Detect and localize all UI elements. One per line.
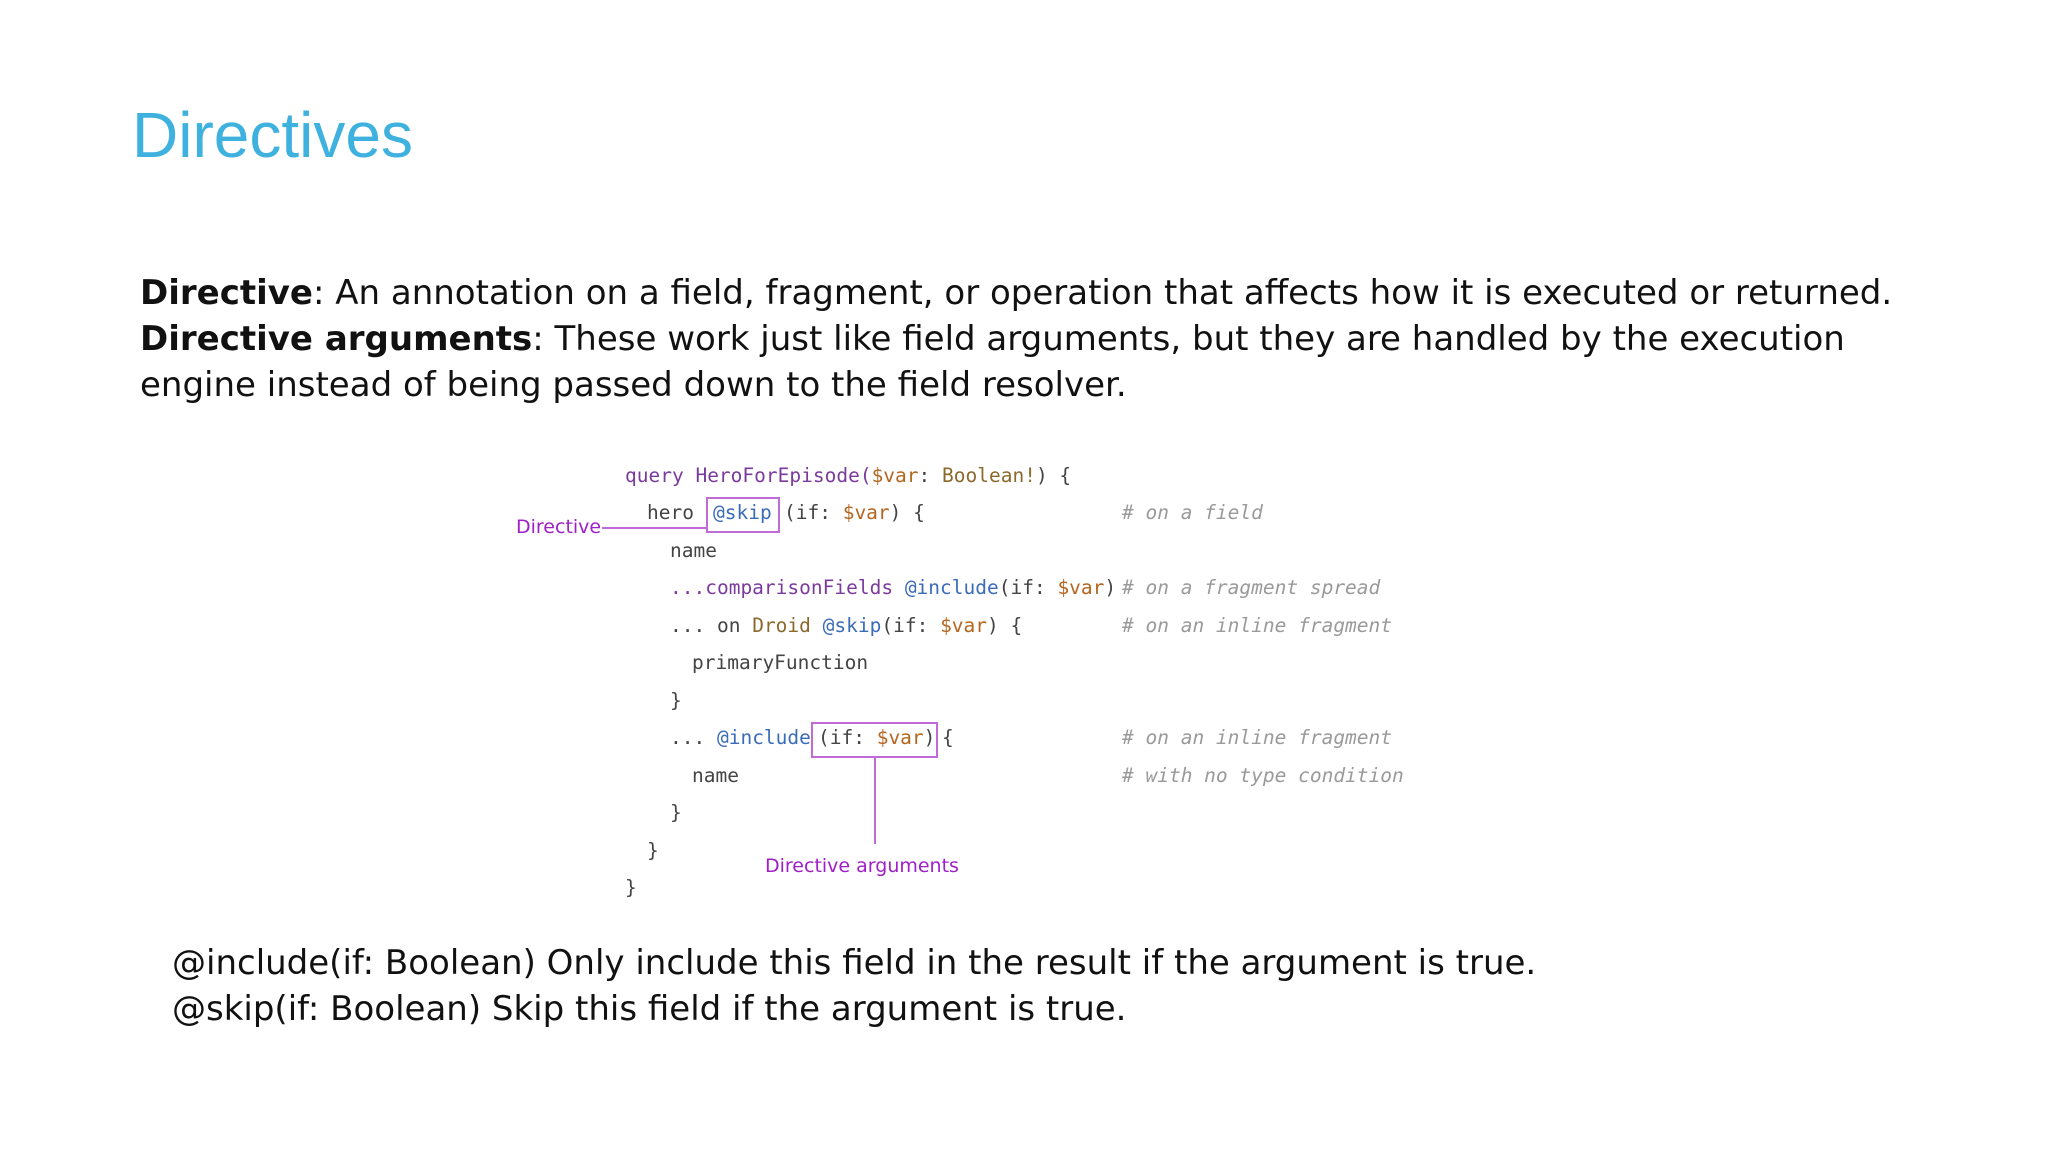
code-field: hero xyxy=(647,501,694,524)
code-punct: } xyxy=(625,876,637,899)
code-comment: # on a field xyxy=(1122,501,1263,524)
directive-term: Directive xyxy=(140,273,313,313)
slide-title: Directives xyxy=(132,99,413,171)
directive-annotation: Directive xyxy=(516,516,602,538)
code-punct: ... xyxy=(670,614,717,637)
code-punct: : xyxy=(918,464,943,487)
code-fragment-spread: ...comparisonFields xyxy=(670,576,905,599)
code-line: hero xyxy=(647,499,694,527)
code-keyword: query xyxy=(625,464,684,487)
directive-arguments-annotation: Directive arguments xyxy=(765,855,959,877)
code-variable: $var xyxy=(940,614,988,637)
code-punct: (if: xyxy=(818,726,877,749)
code-type: Droid xyxy=(752,614,823,637)
code-punct: ) { xyxy=(987,614,1023,637)
code-punct: } xyxy=(647,839,659,862)
code-line: ... @include xyxy=(670,724,811,752)
code-directive: @include xyxy=(716,726,811,749)
code-line: @skip xyxy=(713,499,772,527)
code-line: { xyxy=(942,724,954,752)
directive-arguments-definition: Directive arguments: These work just lik… xyxy=(140,316,1960,408)
directive-usage: @include(if: Boolean) Only include this … xyxy=(172,940,1536,1032)
directive-arguments-connector-line xyxy=(874,758,876,844)
code-line: primaryFunction xyxy=(692,649,868,677)
code-line: name xyxy=(692,762,739,790)
code-comment: # with no type condition xyxy=(1122,764,1404,787)
code-field: name xyxy=(692,764,739,787)
code-punct: { xyxy=(942,726,954,749)
code-punct: (if: xyxy=(998,576,1058,599)
code-field: primaryFunction xyxy=(692,651,869,674)
code-field: name xyxy=(670,539,717,562)
directive-arguments-term: Directive arguments xyxy=(140,319,533,359)
include-usage: @include(if: Boolean) Only include this … xyxy=(172,943,1537,983)
directive-description: : An annotation on a field, fragment, or… xyxy=(313,273,1893,313)
code-comment: # on an inline fragment xyxy=(1122,726,1393,749)
code-line: (if: $var) xyxy=(818,724,935,752)
code-line: } xyxy=(670,799,682,827)
code-operation-name: HeroForEpisode( xyxy=(695,464,872,487)
code-variable: $var xyxy=(876,726,924,749)
code-punct: ) xyxy=(923,726,936,749)
code-punct: ) xyxy=(1104,576,1117,599)
code-variable: $var xyxy=(1057,576,1105,599)
code-punct: ) { xyxy=(1035,464,1072,487)
code-comment: # on an inline fragment xyxy=(1122,614,1393,637)
code-line: } xyxy=(670,687,682,715)
directive-arguments-description: : These work just like field arguments, … xyxy=(140,319,1845,405)
skip-usage: @skip(if: Boolean) Skip this field if th… xyxy=(172,989,1127,1029)
directive-definition: Directive: An annotation on a field, fra… xyxy=(140,270,1960,316)
code-line: (if: $var) { xyxy=(784,499,925,527)
code-punct: (if: xyxy=(784,501,843,524)
definitions: Directive: An annotation on a field, fra… xyxy=(140,270,1960,408)
code-keyword: on xyxy=(716,614,753,637)
code-punct: ... xyxy=(670,726,717,749)
code-line: name xyxy=(670,537,717,565)
code-directive: @skip xyxy=(822,614,882,637)
code-punct: } xyxy=(670,689,682,712)
code-punct: (if: xyxy=(881,614,941,637)
code-line: ... on Droid @skip(if: $var) { xyxy=(670,612,1022,640)
code-type: Boolean! xyxy=(942,464,1036,487)
code-line: ...comparisonFields @include(if: $var) xyxy=(670,574,1116,602)
code-line: query HeroForEpisode($var: Boolean!) { xyxy=(625,462,1071,490)
code-punct: } xyxy=(670,801,682,824)
code-comment: # on a fragment spread xyxy=(1122,576,1381,599)
code-punct: ) { xyxy=(889,501,925,524)
directive-connector-line xyxy=(602,527,706,529)
code-line: } xyxy=(647,837,659,865)
code-directive: @skip xyxy=(713,501,772,524)
code-directive: @include xyxy=(904,576,999,599)
code-variable: $var xyxy=(842,501,890,524)
code-line: } xyxy=(625,874,637,902)
code-variable: $var xyxy=(871,464,919,487)
